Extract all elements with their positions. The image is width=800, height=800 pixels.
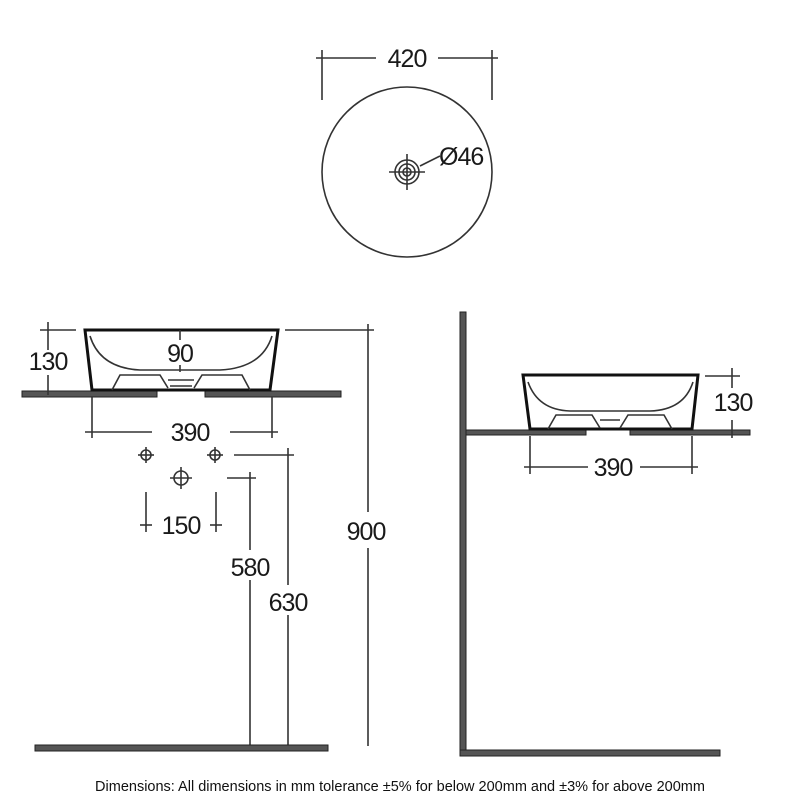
basin-outline-plan: [321, 86, 493, 258]
tap-hole-icon: [207, 447, 223, 463]
waste-height-580-label: 580: [231, 554, 270, 582]
countertop: [465, 429, 587, 436]
waste-diameter-label: Ø46: [439, 143, 483, 171]
countertop: [21, 390, 158, 398]
height-130-label: 130: [29, 348, 68, 376]
waste-outlet-icon: [170, 467, 192, 489]
countertop: [204, 390, 342, 398]
front-view: 130 90 390 150 580 630 900: [21, 322, 386, 752]
tap-spacing-150-label: 150: [162, 512, 201, 540]
counter-height-900-label: 900: [347, 518, 386, 546]
floor: [459, 749, 721, 757]
floor: [34, 744, 329, 752]
side-height-130-label: 130: [714, 389, 753, 417]
side-base-width-390-label: 390: [594, 454, 633, 482]
dimensions-note: Dimensions: All dimensions in mm toleran…: [95, 779, 705, 795]
width-420-label: 420: [388, 45, 427, 73]
side-view: 130 390: [459, 311, 753, 757]
tap-height-630-label: 630: [269, 589, 308, 617]
depth-90-label: 90: [167, 340, 193, 368]
plan-view: 420 Ø46: [316, 45, 498, 258]
base-width-390-label: 390: [171, 419, 210, 447]
waste-icon: [389, 154, 441, 190]
tap-hole-icon: [138, 447, 154, 463]
basin-outline-side: [521, 373, 700, 431]
wall: [459, 311, 467, 756]
